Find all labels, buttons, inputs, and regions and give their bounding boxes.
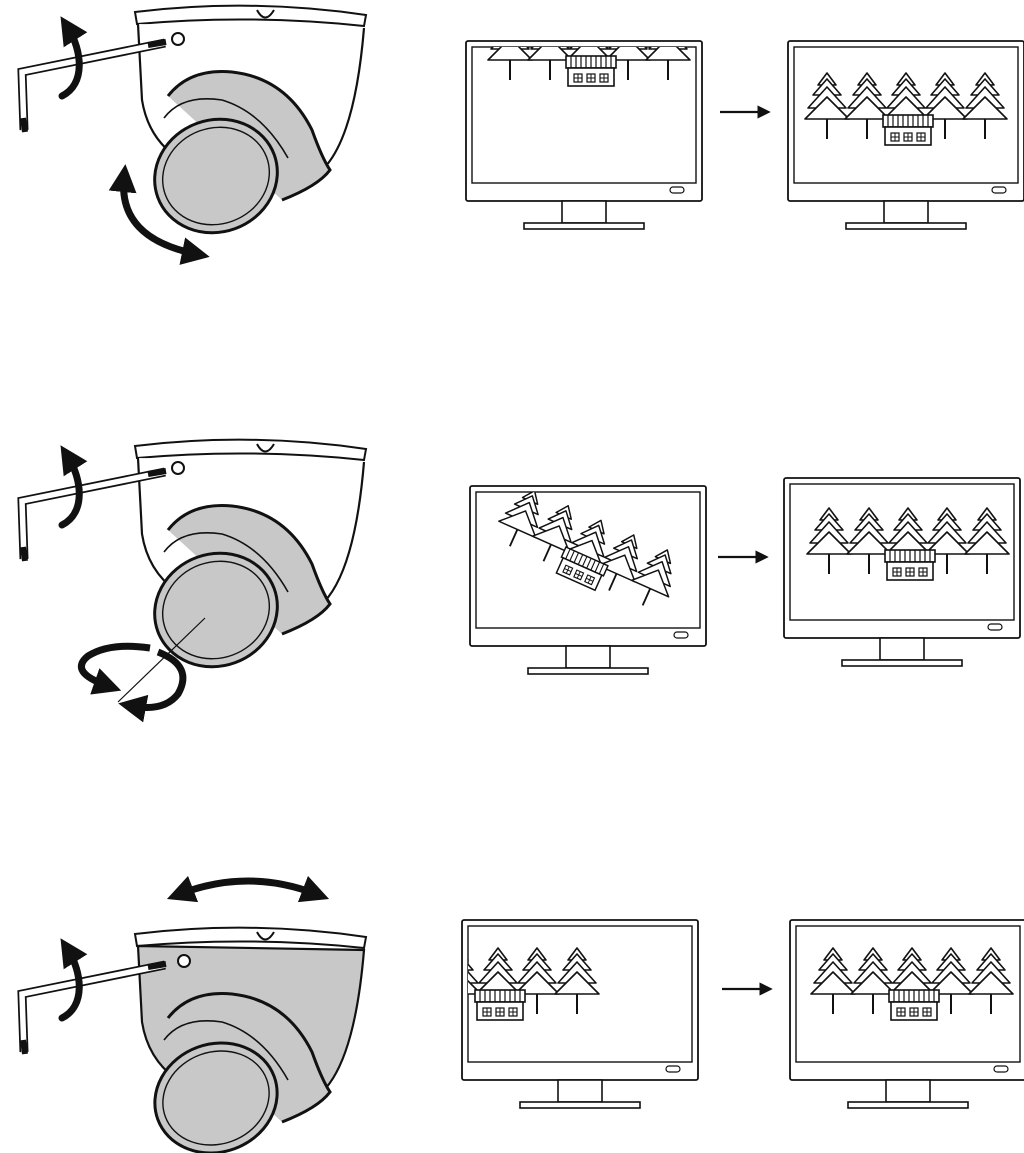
before-monitor (469, 485, 707, 675)
before-monitor (461, 919, 699, 1109)
rotate-arrow-icon (77, 642, 187, 723)
step-3 (22, 875, 1024, 1153)
before-monitor (465, 40, 703, 230)
after-monitor (789, 919, 1024, 1109)
camera-tilt-illustration (22, 4, 368, 265)
step-2 (22, 438, 1021, 723)
pan-arrow-icon (166, 875, 330, 903)
camera-pan-illustration (22, 875, 368, 1153)
after-monitor (783, 477, 1021, 667)
step-1 (22, 4, 1024, 265)
tilt-arrow-icon (108, 164, 210, 265)
after-monitor (787, 40, 1024, 230)
camera-rotate-illustration (22, 438, 368, 723)
